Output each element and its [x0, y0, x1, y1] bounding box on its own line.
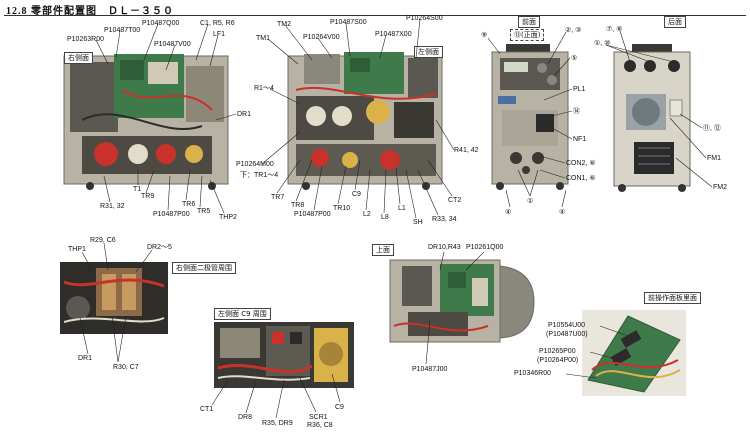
label-l1: L1 — [398, 205, 406, 212]
label-scr1: SCR1 — [309, 414, 328, 421]
label-con2: CON2, ⑥ — [566, 160, 596, 167]
label-p10264p00: (P10264P00) — [537, 357, 579, 364]
page-title: 12.8 零部件配置图 ＤＬ－３５０ — [6, 6, 174, 17]
left-c9-photo — [214, 322, 354, 388]
label-tr5: TR5 — [197, 208, 211, 215]
label-tr9: TR9 — [141, 193, 155, 200]
label-r1-4: R1～4 — [254, 85, 274, 92]
label-thp2: THP2 — [219, 214, 237, 221]
label-p10263r00: P10263R00 — [67, 36, 104, 43]
front-photo — [490, 44, 570, 192]
label-dr8: DR8 — [238, 414, 253, 421]
label-circ2-3: ②, ③ — [565, 27, 582, 34]
label-p10264s00: P10264S00 — [406, 15, 443, 22]
label-ct1: CT1 — [200, 406, 214, 413]
front-panel-back-photo — [582, 310, 686, 396]
label-p10265p00: P10265P00 — [539, 348, 576, 355]
label-tr6: TR6 — [182, 201, 196, 208]
label-p10487j00: P10487J00 — [412, 366, 448, 373]
right-side-photo — [62, 50, 230, 190]
page-header: 12.8 零部件配置图 ＤＬ－３５０ — [4, 2, 746, 17]
label-p10261q00: P10261Q00 — [466, 244, 504, 251]
label-dr10-r43: DR10,R43 — [428, 244, 461, 251]
label-dr1: DR1 — [237, 111, 252, 118]
label-p10554u00: P10554U00 — [548, 322, 585, 329]
label-thp1: THP1 — [68, 246, 86, 253]
label-circ4-left: ④ — [505, 209, 512, 216]
label-tr7: TR7 — [271, 194, 285, 201]
label-r31-32: R31, 32 — [100, 203, 125, 210]
label-r33-34: R33, 34 — [432, 216, 457, 223]
label-r41-42: R41, 42 — [454, 147, 479, 154]
label-c9-closeup: C9 — [335, 404, 344, 411]
top-photo — [388, 256, 538, 346]
label-circ4-right: ④ — [559, 209, 566, 216]
top-tag: 上面 — [372, 244, 394, 256]
right-diode-photo — [60, 262, 168, 334]
label-p10264v00: P10264V00 — [303, 34, 340, 41]
label-circ7-8: ⑦, ⑧ — [606, 26, 623, 33]
label-circ1-10: ①, ⑩ — [594, 40, 611, 47]
label-p10264m00: P10264M00 — [236, 161, 274, 168]
label-l2: L2 — [363, 211, 371, 218]
label-c9: C9 — [352, 191, 361, 198]
left-c9-tag: 左侧面 C9 周围 — [214, 308, 271, 320]
front-tag: 前面 — [518, 16, 540, 28]
left-side-tag: 左侧面 — [414, 46, 443, 58]
label-circ9: ⑨ — [481, 32, 488, 39]
label-circ11-12: ⑪, ⑫ — [703, 125, 721, 132]
label-fm2: FM2 — [713, 184, 727, 191]
left-side-photo — [286, 50, 444, 190]
label-p10487p00-right: P10487P00 — [153, 211, 190, 218]
label-circ14: ⑭ — [573, 108, 580, 115]
label-p10346r00: P10346R00 — [514, 370, 551, 377]
label-p10487p00-left: P10487P00 — [294, 211, 331, 218]
label-nf1: NF1 — [573, 136, 587, 143]
front-sub-tag: ⑬(正面) — [510, 29, 545, 41]
label-fm1: FM1 — [707, 155, 721, 162]
label-con1: CON1, ⑥ — [566, 175, 596, 182]
label-tm2: TM2 — [277, 21, 291, 28]
label-dr2-5: DR2～5 — [147, 244, 172, 251]
label-tr10: TR10 — [333, 205, 351, 212]
label-p10487s00: P10487S00 — [330, 19, 367, 26]
right-side-tag: 右侧面 — [64, 52, 93, 64]
label-p10487t00: P10487T00 — [104, 27, 141, 34]
label-tm1: TM1 — [256, 35, 270, 42]
label-circ1-front: ① — [527, 198, 534, 205]
label-lf1: LF1 — [213, 31, 226, 38]
right-diode-tag: 右侧面二极管周围 — [172, 262, 236, 274]
label-tr1-4: 下：TR1～4 — [240, 172, 279, 179]
label-ct2: CT2 — [448, 197, 462, 204]
label-dr1-closeup: DR1 — [78, 355, 93, 362]
label-r35-dr9: R35, DR9 — [262, 420, 293, 427]
label-pl1: PL1 — [573, 86, 586, 93]
rear-tag: 后面 — [664, 16, 686, 28]
label-r30-c7: R30, C7 — [113, 364, 139, 371]
label-r36-c8: R36, C8 — [307, 422, 333, 429]
label-p10487x00: P10487X00 — [375, 31, 412, 38]
label-p10487q00: P10487Q00 — [142, 20, 180, 27]
label-r29-c6: R29, C6 — [90, 237, 116, 244]
label-p10487u00: (P10487U00) — [546, 331, 588, 338]
rear-photo — [610, 44, 694, 194]
label-t1: T1 — [133, 186, 142, 193]
label-p10487v00: P10487V00 — [154, 41, 191, 48]
label-l8: L8 — [381, 214, 389, 221]
front-panel-back-tag: 前操作面板里面 — [644, 292, 701, 304]
label-sh: SH — [413, 219, 423, 226]
label-circ5: ⑤ — [571, 55, 578, 62]
label-c1-r5-r6: C1, R5, R6 — [200, 20, 235, 27]
label-tr8: TR8 — [291, 202, 305, 209]
